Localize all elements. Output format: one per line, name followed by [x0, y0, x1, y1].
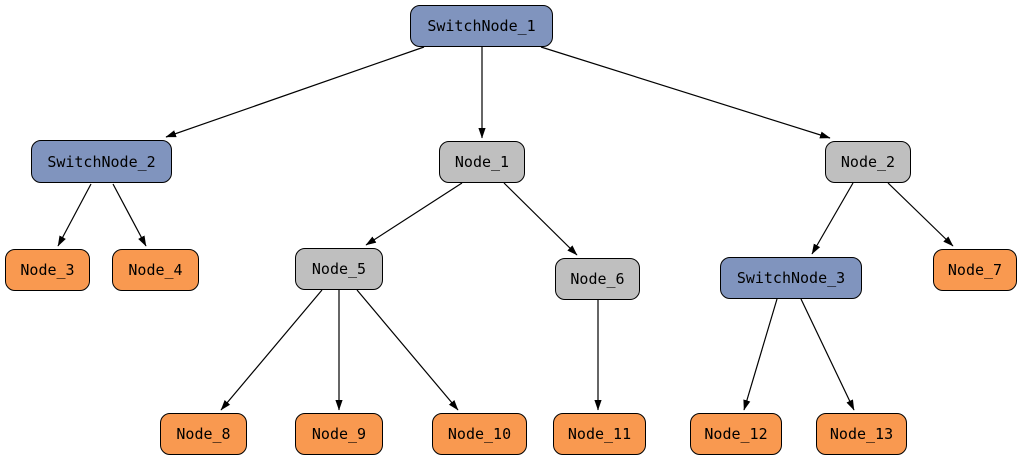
tree-node-label: Node_11: [567, 425, 632, 443]
tree-node-label: Node_4: [128, 261, 183, 279]
edge-Node_1-Node_5: [365, 182, 463, 246]
edge-SwitchNode_1-Node_2: [540, 46, 831, 139]
edge-Node_2-SwitchNode_3: [811, 182, 854, 255]
edge-SwitchNode_2-Node_4: [112, 183, 147, 247]
tree-node-SwitchNode_3: SwitchNode_3: [720, 257, 862, 299]
edge-SwitchNode_3-Node_12: [743, 298, 778, 411]
tree-node-label: SwitchNode_3: [736, 269, 846, 287]
tree-node-SwitchNode_1: SwitchNode_1: [410, 5, 553, 47]
tree-node-Node_5: Node_5: [295, 248, 383, 290]
tree-node-Node_3: Node_3: [5, 249, 90, 291]
edge-Node_5-Node_8: [220, 289, 323, 411]
tree-node-label: SwitchNode_2: [47, 152, 156, 171]
tree-node-Node_2: Node_2: [825, 141, 911, 183]
tree-node-label: Node_3: [20, 261, 75, 279]
tree-node-Node_10: Node_10: [432, 413, 527, 455]
tree-node-label: Node_9: [311, 425, 367, 443]
tree-node-label: Node_6: [570, 270, 625, 288]
edge-SwitchNode_1-SwitchNode_2: [165, 46, 425, 138]
edge-Node_1-Node_6: [503, 182, 578, 256]
tree-node-label: Node_13: [829, 425, 894, 443]
edge-Node_5-Node_10: [356, 289, 459, 411]
tree-node-Node_13: Node_13: [816, 413, 907, 455]
tree-node-label: Node_12: [704, 425, 768, 443]
tree-node-label: Node_10: [447, 425, 512, 443]
tree-node-label: Node_7: [947, 261, 1003, 279]
tree-node-label: Node_8: [176, 425, 231, 443]
tree-node-label: Node_1: [454, 153, 510, 171]
tree-node-Node_12: Node_12: [690, 413, 782, 455]
edge-Node_2-Node_7: [887, 182, 954, 247]
tree-node-SwitchNode_2: SwitchNode_2: [31, 140, 172, 183]
tree-node-Node_4: Node_4: [112, 249, 199, 291]
tree-node-Node_1: Node_1: [439, 141, 525, 183]
tree-node-label: Node_2: [840, 153, 896, 171]
tree-node-label: Node_5: [311, 260, 367, 278]
tree-node-Node_6: Node_6: [555, 258, 640, 300]
edge-SwitchNode_2-Node_3: [57, 183, 92, 247]
tree-node-label: SwitchNode_1: [427, 17, 536, 35]
tree-node-Node_11: Node_11: [553, 413, 646, 455]
edge-SwitchNode_3-Node_13: [800, 298, 855, 411]
tree-node-Node_8: Node_8: [160, 413, 247, 455]
tree-node-Node_9: Node_9: [295, 413, 383, 455]
tree-node-Node_7: Node_7: [933, 249, 1017, 291]
